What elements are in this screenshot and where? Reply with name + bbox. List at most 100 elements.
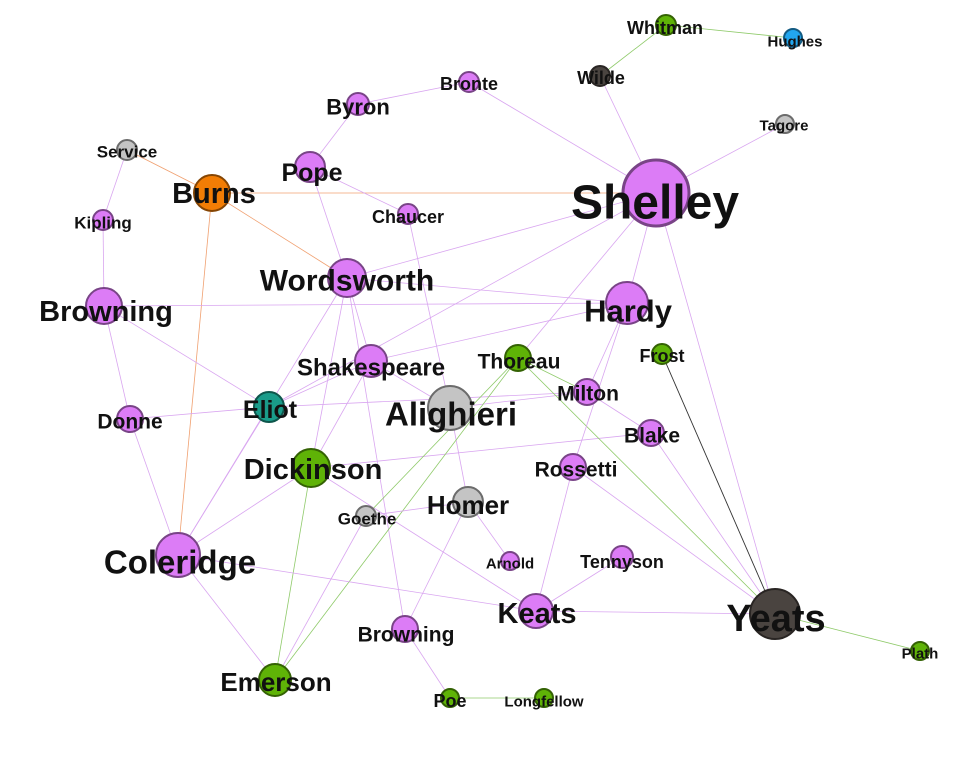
label-emerson: Emerson — [220, 667, 331, 697]
edge-dickinson-blake — [310, 432, 652, 469]
label-dickinson: Dickinson — [244, 454, 383, 486]
edge-bronte-shelley — [468, 81, 657, 194]
node-pope — [294, 151, 326, 183]
label-bronte: Bronte — [440, 74, 498, 94]
node-bronte — [458, 71, 480, 93]
edge-shakespeare-dickinson — [310, 360, 372, 469]
edge-dickinson-coleridge — [177, 467, 312, 556]
edge-rossetti-yeats — [572, 466, 776, 615]
node-yeats — [749, 588, 801, 640]
node-eliot — [253, 391, 285, 423]
edge-homer-goethe — [365, 501, 469, 517]
node-alighieri — [427, 385, 473, 431]
label-milton: Milton — [557, 383, 619, 406]
label-plath: Plath — [902, 646, 939, 663]
edge-hardy-rossetti — [572, 302, 628, 468]
edge-whitman-wilde — [599, 24, 667, 77]
node-whitman — [655, 14, 677, 36]
edge-thoreau-goethe — [365, 357, 519, 517]
node-frost — [651, 343, 673, 365]
edge-chaucer-alighieri — [407, 213, 451, 409]
node-wilde — [589, 65, 611, 87]
edge-browning1-donne — [103, 305, 131, 420]
node-milton — [573, 378, 601, 406]
edge-hardy-shakespeare — [370, 302, 628, 362]
edge-wordsworth-browning2 — [346, 277, 406, 630]
edge-keats-yeats — [535, 610, 776, 615]
node-byron — [346, 92, 370, 116]
edge-dickinson-emerson — [274, 467, 312, 681]
label-hughes: Hughes — [767, 34, 822, 51]
label-service: Service — [97, 143, 158, 162]
edge-pope-chaucer — [309, 166, 409, 215]
edge-thoreau-yeats — [517, 357, 776, 615]
node-thoreau — [504, 344, 532, 372]
label-alighieri: Alighieri — [385, 396, 517, 433]
edge-shelley-eliot — [268, 192, 657, 408]
label-coleridge: Coleridge — [104, 544, 256, 581]
label-wordsworth: Wordsworth — [260, 265, 434, 298]
node-hughes — [783, 28, 803, 48]
label-rossetti: Rossetti — [535, 459, 618, 482]
node-shakespeare — [354, 344, 388, 378]
node-arnold — [500, 551, 520, 571]
label-layer: ShelleyYeatsColeridgeWordsworthHardyBrow… — [39, 18, 938, 711]
edge-donne-coleridge — [129, 418, 179, 556]
label-tennyson: Tennyson — [580, 552, 664, 572]
edge-homer-browning2 — [404, 501, 469, 630]
node-blake — [637, 419, 665, 447]
node-keats — [518, 593, 554, 629]
edge-dickinson-keats — [310, 467, 537, 612]
edge-blake-yeats — [650, 432, 776, 615]
label-whitman: Whitman — [627, 18, 703, 38]
edge-burns-coleridge — [177, 192, 213, 556]
label-goethe: Goethe — [338, 510, 397, 529]
label-thoreau: Thoreau — [478, 351, 561, 374]
edge-eliot-donne — [129, 406, 270, 420]
edge-burns-wordsworth — [211, 192, 348, 279]
node-kipling — [92, 209, 114, 231]
edge-coleridge-emerson — [177, 554, 276, 681]
label-yeats: Yeats — [726, 598, 825, 640]
node-coleridge — [155, 532, 201, 578]
edge-service-kipling — [102, 149, 128, 221]
node-chaucer — [397, 203, 419, 225]
node-shelley — [621, 158, 691, 228]
label-frost: Frost — [640, 346, 685, 366]
label-shakespeare: Shakespeare — [297, 355, 445, 382]
label-longfellow: Longfellow — [504, 694, 583, 711]
label-blake: Blake — [624, 425, 680, 448]
label-shelley: Shelley — [571, 177, 739, 230]
edge-shakespeare-eliot — [268, 360, 372, 408]
node-tennyson — [610, 545, 634, 569]
edge-wordsworth-dickinson — [310, 277, 348, 469]
edge-shelley-yeats — [655, 192, 776, 615]
node-goethe — [355, 505, 377, 527]
node-dickinson — [291, 448, 331, 488]
label-arnold: Arnold — [486, 556, 534, 573]
edge-browning1-eliot — [103, 305, 270, 408]
edge-goethe-emerson — [274, 515, 367, 681]
node-browning1 — [85, 287, 123, 325]
label-keats: Keats — [498, 598, 577, 630]
label-hardy: Hardy — [584, 294, 673, 329]
node-service — [116, 139, 138, 161]
node-poe — [440, 688, 460, 708]
edge-eliot-coleridge — [177, 406, 270, 556]
label-homer: Homer — [427, 490, 509, 520]
edge-thoreau-emerson — [274, 357, 519, 681]
edge-eliot-milton — [268, 391, 588, 408]
label-kipling: Kipling — [74, 214, 132, 233]
label-burns: Burns — [172, 178, 256, 210]
node-layer — [85, 14, 930, 708]
node-tagore — [775, 114, 795, 134]
edge-rossetti-keats — [535, 466, 574, 612]
label-pope: Pope — [281, 159, 342, 187]
label-poe: Poe — [433, 691, 466, 711]
node-browning2 — [391, 615, 419, 643]
node-rossetti — [559, 453, 587, 481]
label-tagore: Tagore — [760, 118, 809, 135]
node-wordsworth — [327, 258, 367, 298]
node-burns — [193, 174, 231, 212]
